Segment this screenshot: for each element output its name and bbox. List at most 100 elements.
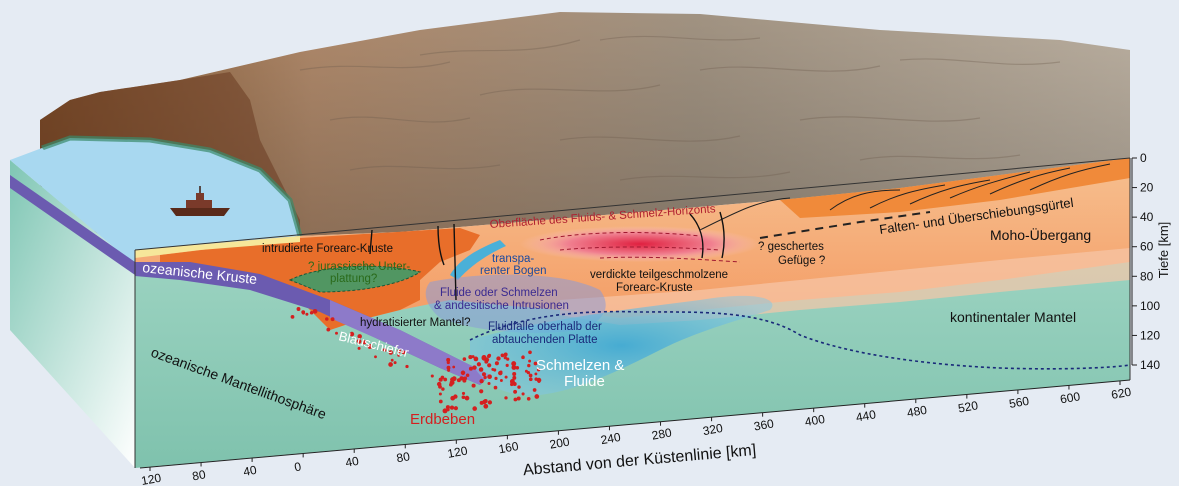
earthquake-dot bbox=[534, 377, 538, 381]
earthquake-dot bbox=[487, 400, 493, 405]
left-face bbox=[10, 160, 135, 468]
earthquake-dot bbox=[460, 370, 466, 376]
label-transparent-2: renter Bogen bbox=[480, 265, 547, 277]
earthquake-dot bbox=[357, 346, 361, 350]
earthquake-dot bbox=[524, 369, 528, 373]
earthquake-dot bbox=[528, 377, 533, 382]
earthquake-dot bbox=[438, 377, 443, 382]
thrust-belt bbox=[780, 158, 1130, 218]
label-schmelzen-2: Fluide bbox=[564, 373, 605, 390]
depth-tick-label: 120 bbox=[1140, 328, 1160, 342]
label-fluide-1: Fluide oder Schmelzen bbox=[440, 287, 558, 299]
label-jura-1: ? jurassische Unter- bbox=[308, 261, 410, 273]
earthquake-dot bbox=[496, 356, 501, 361]
earthquake-dot bbox=[528, 359, 532, 363]
detachment-dashed bbox=[759, 211, 931, 239]
earthquake-dot bbox=[374, 355, 377, 359]
earthquake-dot bbox=[296, 307, 301, 311]
label-intrudierte: intrudierte Forearc-Kruste bbox=[262, 243, 393, 255]
earthquake-dot bbox=[484, 359, 489, 364]
label-schmelzen-1: Schmelzen & bbox=[536, 357, 624, 374]
earthquake-dot bbox=[483, 375, 487, 380]
earthquake-dot bbox=[515, 366, 520, 370]
earthquake-dot bbox=[527, 363, 531, 368]
earthquake-dot bbox=[309, 310, 314, 315]
earthquake-dot bbox=[438, 399, 443, 404]
earthquake-dot bbox=[382, 348, 387, 352]
depth-tick-label: 20 bbox=[1140, 181, 1154, 195]
fluids-intrusions-zone bbox=[425, 274, 606, 333]
earthquake-dot bbox=[312, 308, 318, 314]
depth-tick-label: 0 bbox=[1140, 151, 1147, 165]
earthquake-dot bbox=[512, 371, 517, 377]
earthquake-dot bbox=[450, 395, 456, 401]
terrain-relief bbox=[299, 35, 1061, 181]
distance-tick-label: 620 bbox=[1110, 385, 1132, 402]
block-outline bbox=[134, 157, 1131, 468]
earthquake-dot bbox=[436, 381, 442, 387]
label-jura-2: plattung? bbox=[330, 273, 377, 285]
distance-tick-label: 240 bbox=[600, 430, 622, 447]
label-geschert-1: ? geschertes bbox=[758, 241, 824, 253]
earthquake-dot bbox=[537, 379, 541, 383]
earthquake-dot bbox=[446, 357, 451, 362]
earthquake-dot bbox=[388, 362, 393, 367]
distance-tick-label: 480 bbox=[906, 403, 928, 420]
earthquake-dot bbox=[446, 365, 451, 370]
earthquake-dot bbox=[471, 383, 476, 388]
earthquake-dot bbox=[533, 361, 538, 366]
earthquake-dot bbox=[471, 355, 475, 359]
melt-fluids-zone bbox=[470, 295, 773, 396]
distance-tick-label: 120 bbox=[140, 471, 162, 486]
earthquake-dot bbox=[356, 339, 362, 344]
label-hydrat: hydratisierter Mantel? bbox=[360, 317, 471, 329]
earthquake-dot bbox=[499, 370, 503, 374]
earthquake-dot bbox=[479, 400, 484, 405]
earthquake-dot bbox=[464, 395, 470, 401]
earthquake-dot bbox=[512, 375, 517, 380]
label-geschert-2: Gefüge ? bbox=[778, 255, 825, 267]
distance-tick-label: 120 bbox=[446, 443, 468, 460]
earthquake-dot bbox=[513, 397, 518, 402]
earthquake-dot bbox=[452, 365, 456, 369]
earthquake-dot bbox=[521, 392, 525, 396]
sediment-wedge bbox=[135, 236, 300, 258]
earthquake-dot bbox=[528, 373, 533, 378]
earthquake-dot bbox=[468, 355, 473, 360]
crustal-faults bbox=[369, 211, 725, 301]
earthquake-dot bbox=[534, 394, 540, 399]
label-fluide-2: & andesitische Intrusionen bbox=[434, 300, 569, 312]
distance-tick-label: 440 bbox=[855, 407, 877, 424]
earthquake-dot bbox=[505, 363, 509, 367]
earthquake-dot bbox=[430, 374, 434, 378]
earthquake-dot bbox=[335, 331, 338, 335]
depth-tick-label: 60 bbox=[1140, 240, 1154, 254]
earthquake-dot bbox=[362, 340, 367, 345]
earthquake-dot bbox=[487, 374, 492, 380]
ship-icon bbox=[170, 186, 230, 216]
earthquake-dot bbox=[500, 353, 505, 358]
distance-tick-label: 80 bbox=[395, 449, 411, 465]
melt-horizon-dashes bbox=[539, 232, 741, 263]
label-fluidfalle-1: Fluidfalle oberhalb der bbox=[488, 321, 602, 333]
jurassic-underplating bbox=[288, 265, 422, 293]
left-face-crust bbox=[10, 175, 135, 275]
distance-tick-label: 280 bbox=[651, 425, 673, 442]
earthquake-dot bbox=[499, 379, 503, 382]
earthquake-dot bbox=[446, 408, 450, 412]
earthquake-dot bbox=[472, 406, 478, 411]
distance-tick-label: 320 bbox=[702, 421, 724, 438]
distance-tick-label: 520 bbox=[957, 398, 979, 415]
melt-horizon bbox=[520, 226, 760, 262]
earthquake-dot bbox=[513, 389, 518, 394]
distance-tick-label: 600 bbox=[1059, 389, 1081, 406]
earthquake-dot bbox=[367, 344, 373, 349]
ocean-shelf bbox=[41, 135, 303, 237]
blueschist-zone bbox=[330, 300, 490, 385]
earthquake-dot bbox=[503, 352, 508, 357]
earthquake-dot bbox=[493, 385, 498, 390]
earthquake-dot bbox=[330, 317, 335, 322]
earthquake-dot bbox=[506, 357, 510, 361]
earthquake-dot bbox=[326, 327, 331, 332]
